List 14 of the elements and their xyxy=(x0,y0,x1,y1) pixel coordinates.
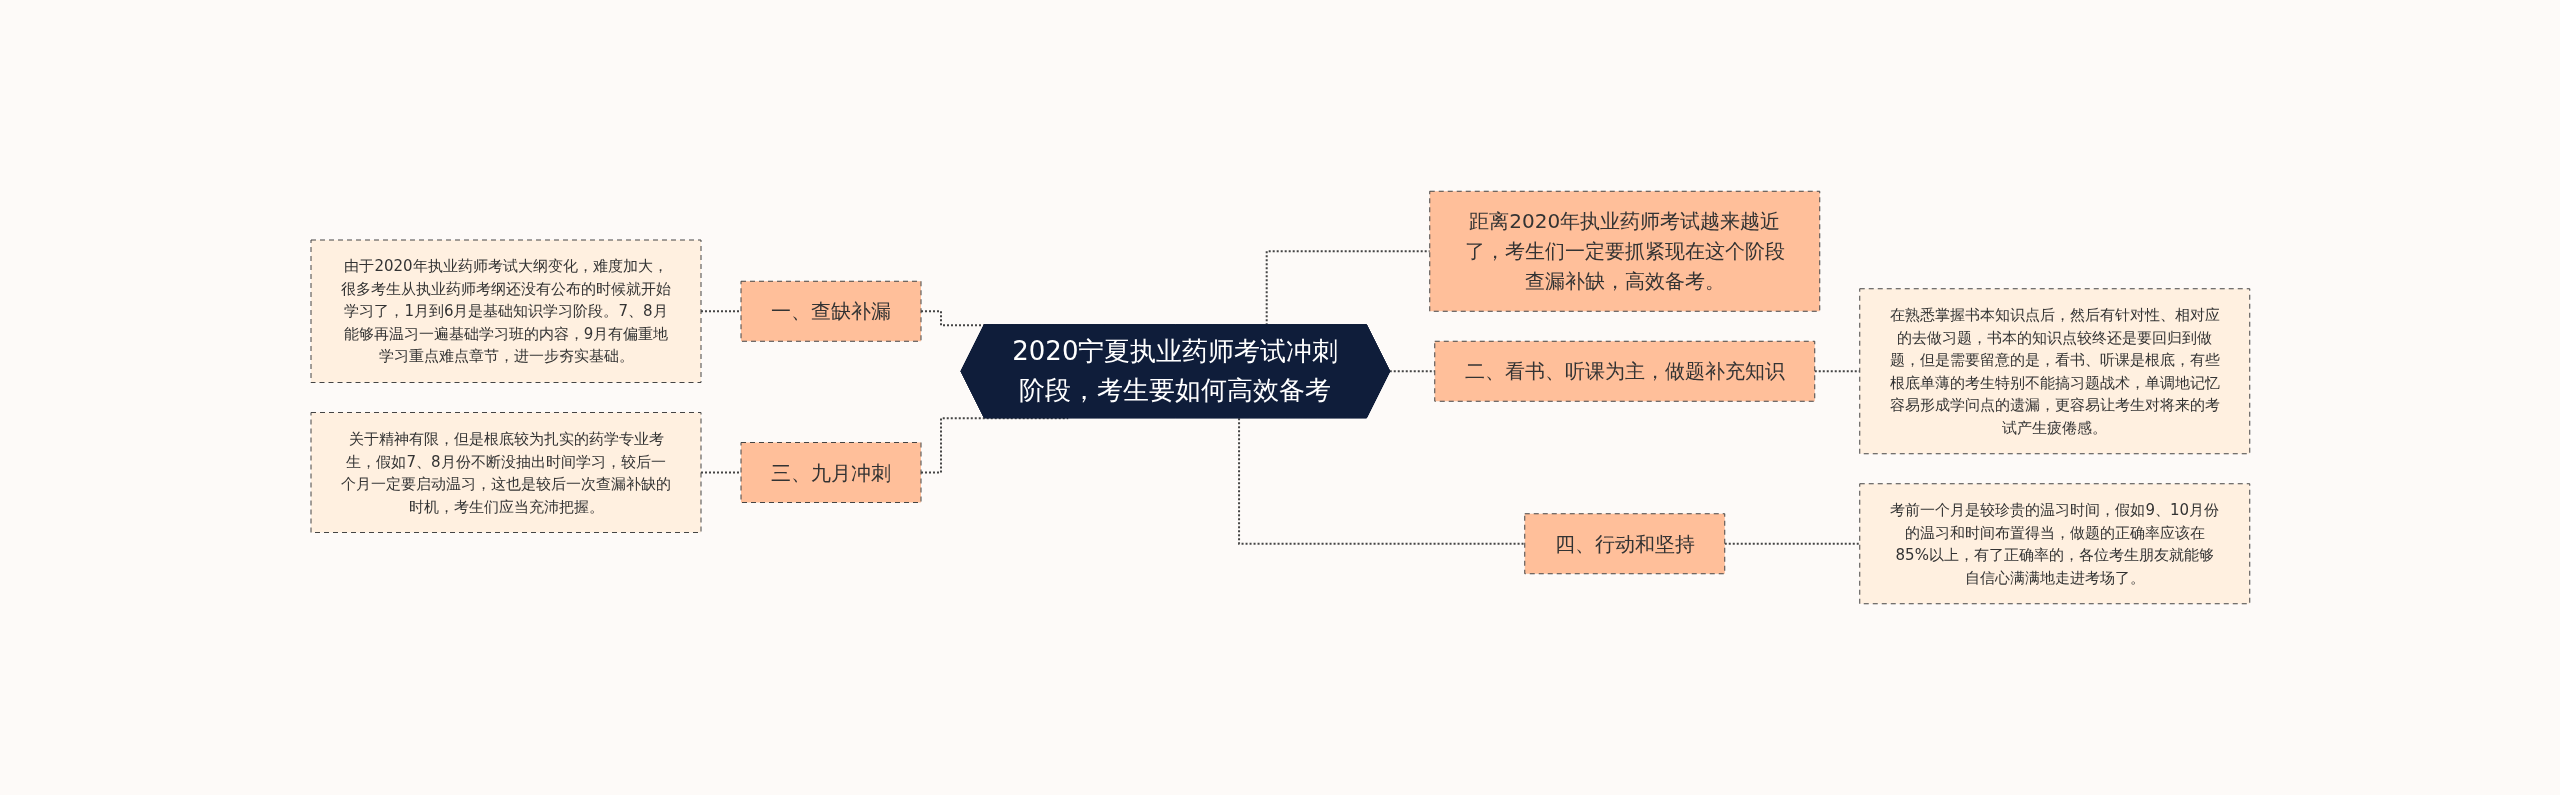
node-box: 二、看书、听课为主，做题补充知识 xyxy=(1433,340,1815,402)
connector xyxy=(699,471,742,474)
node-box: 关于精神有限，但是根底较为扎实的药学专业考生，假如7、8月份不断没抽出时间学习，较后一个月一定要启动温习，这也是较后一次查漏补缺的时机，考生们应当充沛把握。 xyxy=(310,412,702,533)
node-box: 在熟悉掌握书本知识点后，然后有针对性、相对应的去做习题，书本的知识点较终还是要回归到做题，但是需要留意的是，看书、听课是根底，有些根底单薄的考生特别不能搞习题战术，单调地记忆容易形成学问点的遗漏，更容易让考生对将来的考试产生疲倦感。 xyxy=(1858,288,2250,455)
node-box: 由于2020年执业药师考试大纲变化，难度加大，很多考生从执业药师考纲还没有公布的时候就开始学习了，1月到6月是基础知识学习阶段。7、8月能够再温习一遍基础学习班的内容，9月有偏重地学习重点难点章节，进一步夯实基础。 xyxy=(310,239,702,383)
node-box: 三、九月冲刺 xyxy=(740,442,922,503)
connector xyxy=(919,417,1069,474)
connector xyxy=(699,310,742,313)
connector xyxy=(1723,542,1861,545)
node-box: 距离2020年执业药师考试越来越近了，考生们一定要抓紧现在这个阶段查漏补缺，高效备考。 xyxy=(1428,190,1820,312)
node-box: 考前一个月是较珍贵的温习时间，假如9、10月份的温习和时间布置得当，做题的正确率应该在85%以上，有了正确率的，各位考生朋友就能够自信心满满地走进考场了。 xyxy=(1858,483,2250,605)
node-box: 四、行动和坚持 xyxy=(1523,513,1725,575)
node-box: 一、查缺补漏 xyxy=(740,280,922,342)
connector xyxy=(1237,417,1526,545)
